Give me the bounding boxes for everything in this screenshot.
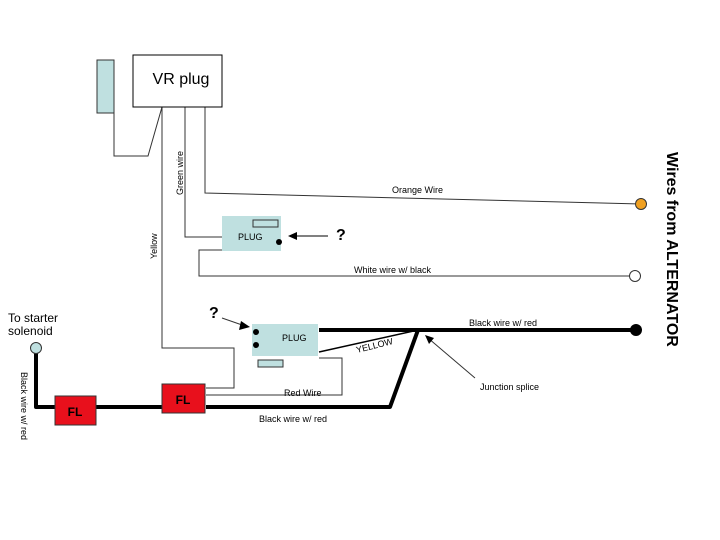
lower-plug: PLUG — [252, 324, 318, 368]
lower-plug-label: PLUG — [282, 333, 307, 343]
junction-splice-label: Junction splice — [480, 382, 539, 392]
vr-plug-label: VR plug — [153, 71, 210, 88]
svg-text:FL: FL — [176, 393, 191, 407]
upper-plug-tab — [252, 219, 279, 228]
vr-plug: VR plug — [132, 54, 223, 108]
arrow-head-junction — [425, 335, 434, 344]
white-black-wire — [198, 249, 635, 277]
upper-plug: PLUG — [222, 216, 282, 251]
lower-plug-pin-2 — [253, 342, 259, 348]
green-wire-label: Green wire — [175, 151, 185, 195]
junction-pointer-line — [427, 337, 476, 379]
red-wire-label: Red Wire — [284, 388, 322, 398]
question-mark-lower: ? — [209, 305, 219, 322]
fusible-link-right: FL — [161, 383, 206, 414]
lower-plug-pin-1 — [253, 329, 259, 335]
black-red-wire-left-label: Black wire w/ red — [19, 372, 29, 440]
black-red-wire-top-label: Black wire w/ red — [469, 318, 537, 328]
black-red-wire-bottom — [206, 329, 420, 409]
lower-plug-tab — [257, 359, 284, 368]
upper-plug-label: PLUG — [238, 232, 263, 242]
starter-label-line-2: solenoid — [8, 324, 53, 338]
starter-label-line-1: To starter — [8, 311, 58, 325]
thick-wires — [34, 328, 636, 409]
svg-text:FL: FL — [68, 405, 83, 419]
black-red-wire-bottom-label: Black wire w/ red — [259, 414, 327, 424]
orange-terminal — [635, 198, 647, 210]
side-connector-wire — [113, 106, 163, 157]
white-terminal — [629, 270, 641, 282]
black-terminal — [630, 324, 642, 336]
side-connector — [96, 59, 115, 114]
red-wire — [206, 357, 343, 396]
alternator-title: Wires from ALTERNATOR — [663, 152, 680, 347]
orange-wire-label: Orange Wire — [392, 185, 443, 195]
fusible-link-left: FL — [54, 395, 97, 426]
yellow-diag-wire — [318, 329, 419, 353]
upper-plug-pin — [276, 239, 282, 245]
black-red-wire-left — [34, 348, 55, 409]
orange-wire — [204, 107, 642, 205]
white-black-wire-label: White wire w/ black — [354, 265, 432, 275]
question-arrow-upper — [288, 232, 328, 240]
question-mark-upper: ? — [336, 227, 346, 244]
starter-terminal — [30, 342, 42, 354]
yellow-wire — [161, 107, 235, 389]
green-wire — [184, 107, 222, 238]
thin-wires — [113, 106, 642, 396]
yellow-wire-label: Yellow — [149, 233, 159, 259]
arrow-head-lower — [239, 321, 250, 330]
